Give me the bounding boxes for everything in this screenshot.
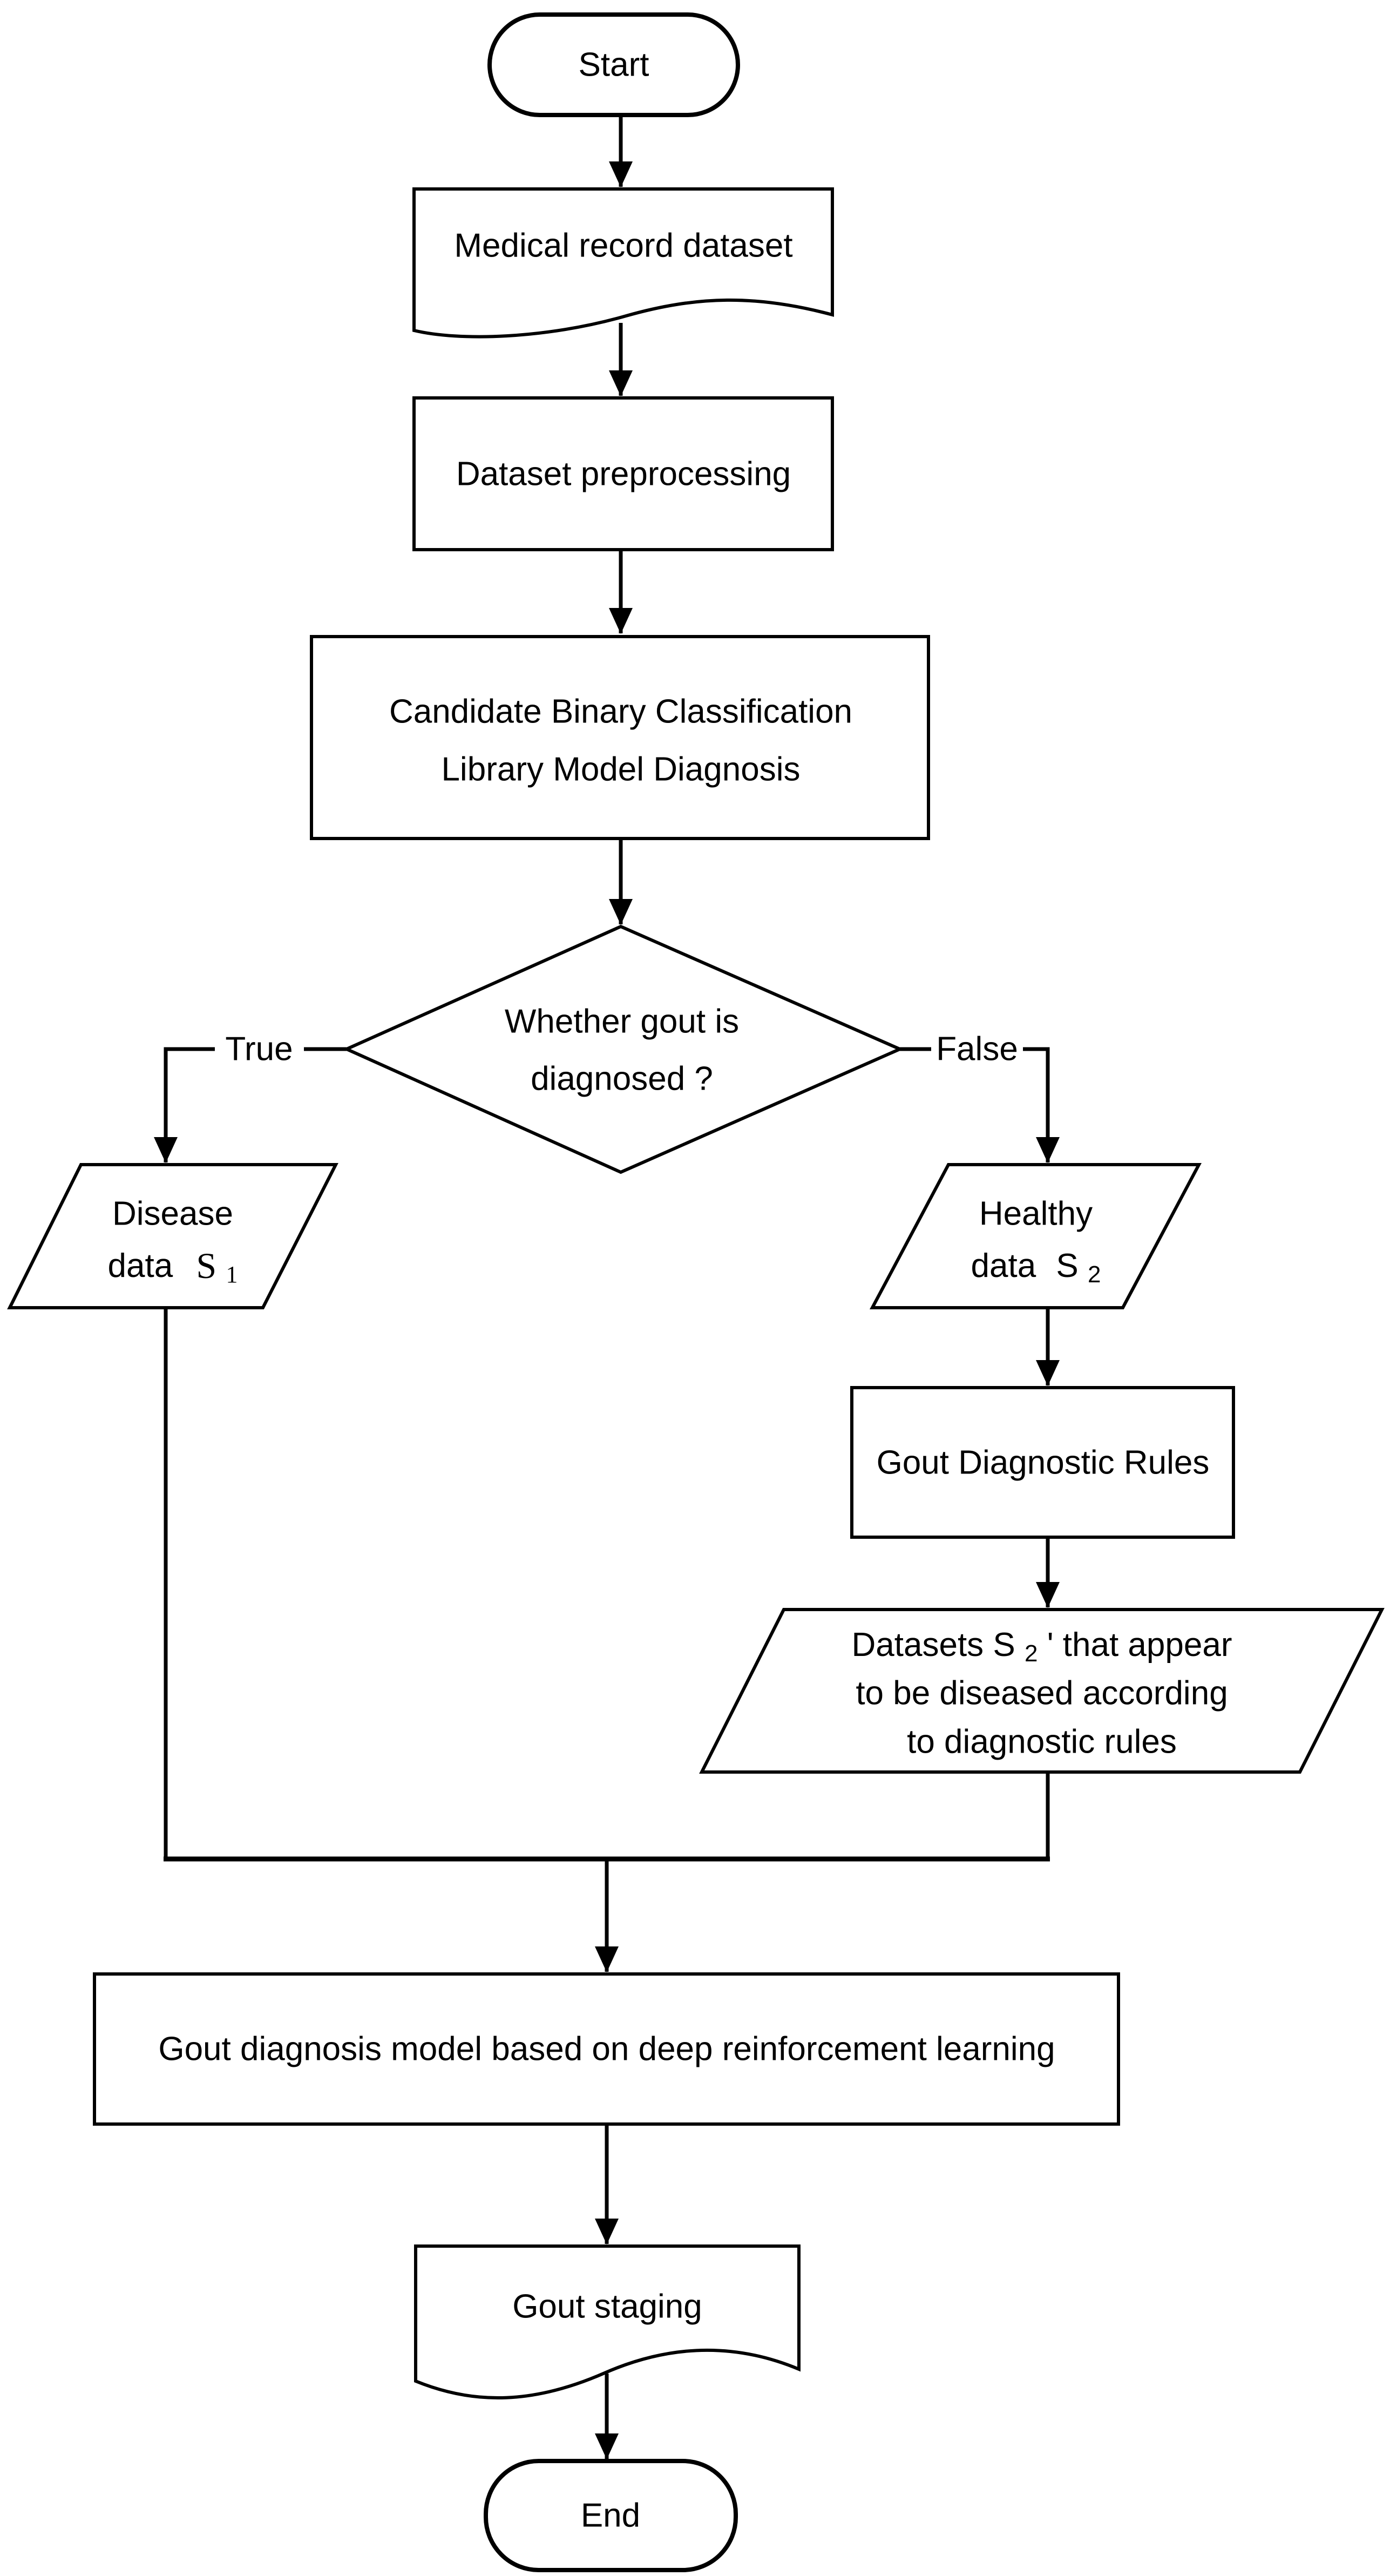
gout-diagnosed-decision-diamond-shape [342,924,904,1174]
node-gout-staging: Gout staging [414,2244,801,2400]
false-edge-label: False [936,1031,1018,1068]
healthy-data-label-line1: Healthy [979,1195,1093,1233]
gout-staging-label: Gout staging [512,2288,702,2325]
end-label: End [581,2497,640,2534]
node-medical-record-dataset: Medical record dataset [412,187,834,339]
node-start: Start [487,12,740,117]
disease-data-parallelogram-shape [7,1163,338,1309]
true-edge-label: True [225,1031,293,1068]
healthy-data-word: data [971,1247,1036,1284]
candidate-model-diagnosis-label-line2: Library Model Diagnosis [441,751,800,788]
end-terminator-shape [484,2459,738,2572]
start-terminator-shape [487,12,740,117]
suspected-datasets-line1-post: ' that appear [1047,1626,1232,1664]
gout-staging-document-shape [414,2244,801,2400]
node-candidate-model-diagnosis: Candidate Binary Classification Library … [310,635,930,840]
candidate-model-diagnosis-label-line1: Candidate Binary Classification [389,693,852,731]
suspected-datasets-line1-pre: Datasets S [852,1626,1015,1664]
gout-diagnosed-decision-label-line2: diagnosed ? [531,1060,713,1098]
suspected-disease-datasets-label-line1: Datasets S 2 ' that appear [852,1626,1232,1672]
disease-data-word: data [108,1247,173,1284]
healthy-data-label-line2: data S 2 [971,1247,1101,1288]
edge-labels: True False [215,1031,1023,1068]
node-end: End [484,2459,738,2572]
dataset-preprocessing-label: Dataset preprocessing [456,456,791,493]
medical-record-dataset-document-shape [412,187,834,339]
suspected-disease-datasets-parallelogram-shape [699,1608,1385,1774]
medical-record-dataset-label: Medical record dataset [454,227,792,265]
node-disease-data: Disease data S 1 [7,1163,338,1309]
node-dataset-preprocessing: Dataset preprocessing [412,396,834,551]
disease-data-label-line1: Disease [112,1195,233,1233]
gout-diagnosis-model-process-shape [93,1972,1120,2126]
disease-data-label-line2: data S 1 [108,1245,238,1288]
node-gout-diagnostic-rules: Gout Diagnostic Rules [850,1386,1235,1539]
dataset-preprocessing-process-shape [412,396,834,551]
healthy-data-parallelogram-shape [870,1163,1202,1309]
node-gout-diagnosis-model: Gout diagnosis model based on deep reinf… [93,1972,1120,2126]
false-label-background [931,1031,1023,1068]
healthy-data-symbol: S [1056,1247,1078,1284]
node-healthy-data: Healthy data S 2 [870,1163,1202,1309]
suspected-disease-datasets-label-line3: to diagnostic rules [907,1723,1177,1761]
disease-data-subscript: 1 [226,1261,238,1288]
suspected-disease-datasets-label-line2: to be diseased according [856,1675,1228,1712]
gout-diagnosed-decision-label-line1: Whether gout is [505,1003,739,1040]
gout-diagnostic-rules-label: Gout Diagnostic Rules [877,1444,1210,1482]
gout-diagnostic-rules-process-shape [850,1386,1235,1539]
suspected-datasets-line1-subscript: 2 [1025,1640,1038,1667]
node-suspected-disease-datasets: Datasets S 2 ' that appear to be disease… [699,1608,1385,1774]
node-gout-diagnosed-decision: Whether gout is diagnosed ? [342,924,904,1174]
gout-diagnosis-model-label: Gout diagnosis model based on deep reinf… [158,2031,1055,2068]
healthy-data-subscript: 2 [1088,1261,1101,1288]
start-label: Start [579,46,649,84]
candidate-model-diagnosis-process-shape [310,635,930,840]
disease-data-symbol: S [196,1245,216,1286]
true-label-background [215,1031,304,1068]
